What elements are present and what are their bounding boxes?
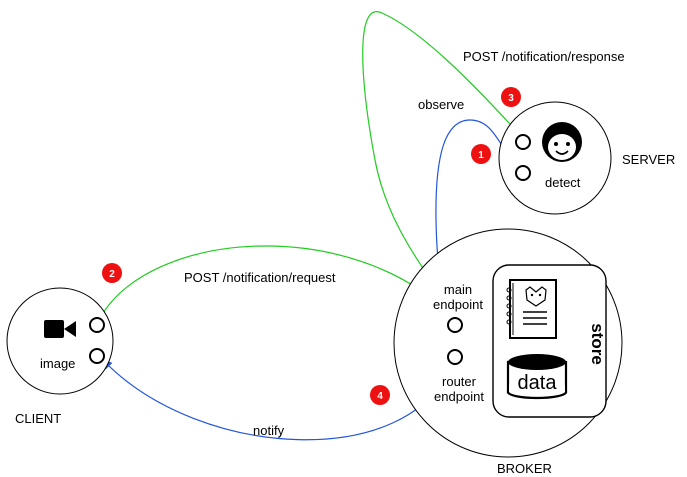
main-endpoint-label-1: main bbox=[444, 282, 472, 297]
face-icon bbox=[542, 122, 582, 162]
svg-text:3: 3 bbox=[508, 93, 514, 104]
edge-label-notify: notify bbox=[253, 423, 285, 438]
router-endpoint-label-1: router bbox=[442, 374, 477, 389]
svg-text:2: 2 bbox=[109, 269, 115, 280]
store-box: store bbox=[492, 264, 607, 418]
store-label: store bbox=[588, 323, 607, 365]
client-node: image bbox=[6, 287, 114, 395]
step-badge-4: 4 bbox=[370, 385, 390, 405]
server-port-observe bbox=[515, 165, 531, 181]
edge-label-post-response: POST /notification/response bbox=[463, 49, 625, 64]
server-port-response bbox=[515, 134, 531, 150]
main-endpoint-label-2: endpoint bbox=[433, 297, 483, 312]
edge-label-observe: observe bbox=[418, 97, 464, 112]
video-camera-icon bbox=[44, 320, 76, 338]
notebook-icon bbox=[506, 279, 557, 339]
data-label: data bbox=[518, 372, 558, 394]
server-node: detect bbox=[498, 101, 612, 215]
router-endpoint-port bbox=[447, 349, 463, 365]
router-endpoint-label-2: endpoint bbox=[434, 389, 484, 404]
client-port-request bbox=[89, 317, 105, 333]
server-icon-label: detect bbox=[545, 175, 581, 190]
broker-node: main endpoint router endpoint store bbox=[393, 228, 623, 458]
step-badge-1: 1 bbox=[471, 144, 491, 164]
svg-text:4: 4 bbox=[377, 391, 383, 402]
client-port-notify bbox=[89, 348, 105, 364]
edge-post-response bbox=[362, 11, 521, 319]
server-label: SERVER bbox=[622, 152, 675, 167]
edge-label-post-request: POST /notification/request bbox=[184, 270, 336, 285]
client-label: CLIENT bbox=[15, 411, 61, 426]
step-badge-3: 3 bbox=[501, 87, 521, 107]
broker-label: BROKER bbox=[497, 461, 552, 476]
step-badge-2: 2 bbox=[102, 263, 122, 283]
svg-text:1: 1 bbox=[478, 150, 484, 161]
client-icon-label: image bbox=[40, 356, 75, 371]
data-cylinder-icon: data bbox=[506, 354, 568, 400]
main-endpoint-port bbox=[447, 317, 463, 333]
edge-post-request bbox=[99, 245, 454, 319]
